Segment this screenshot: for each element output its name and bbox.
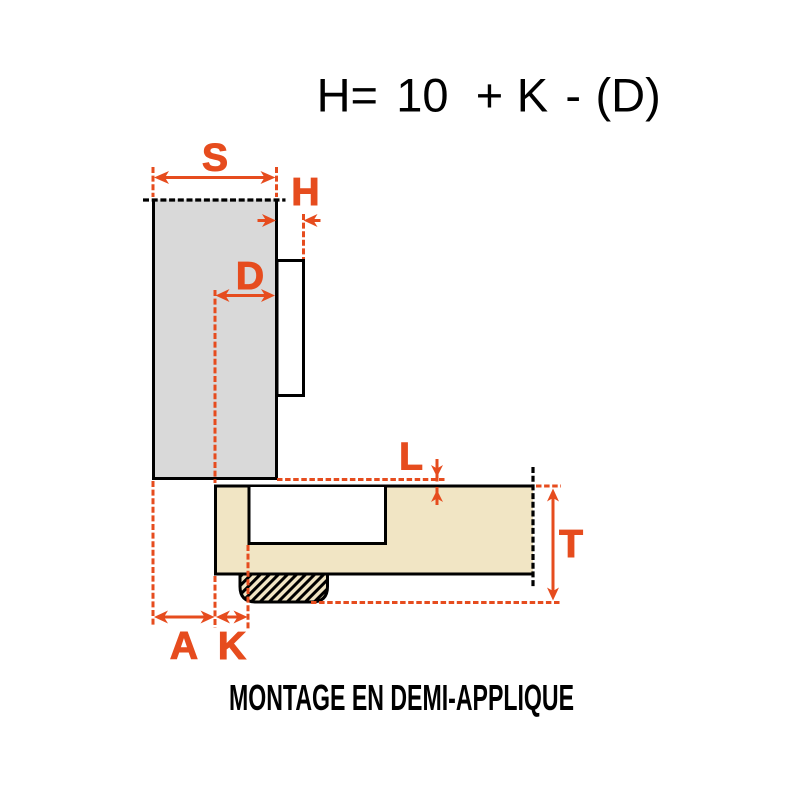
svg-text:T: T [559,523,583,566]
svg-text:D: D [236,255,264,298]
svg-text:K: K [218,625,246,668]
svg-text:A: A [170,625,198,668]
svg-text:MONTAGE EN DEMI-APPLIQUE: MONTAGE EN DEMI-APPLIQUE [229,677,574,718]
svg-text:L: L [399,436,423,479]
svg-text:H=10+K-(D): H=10+K-(D) [317,69,661,122]
svg-text:H: H [291,171,319,214]
svg-text:S: S [202,137,228,180]
